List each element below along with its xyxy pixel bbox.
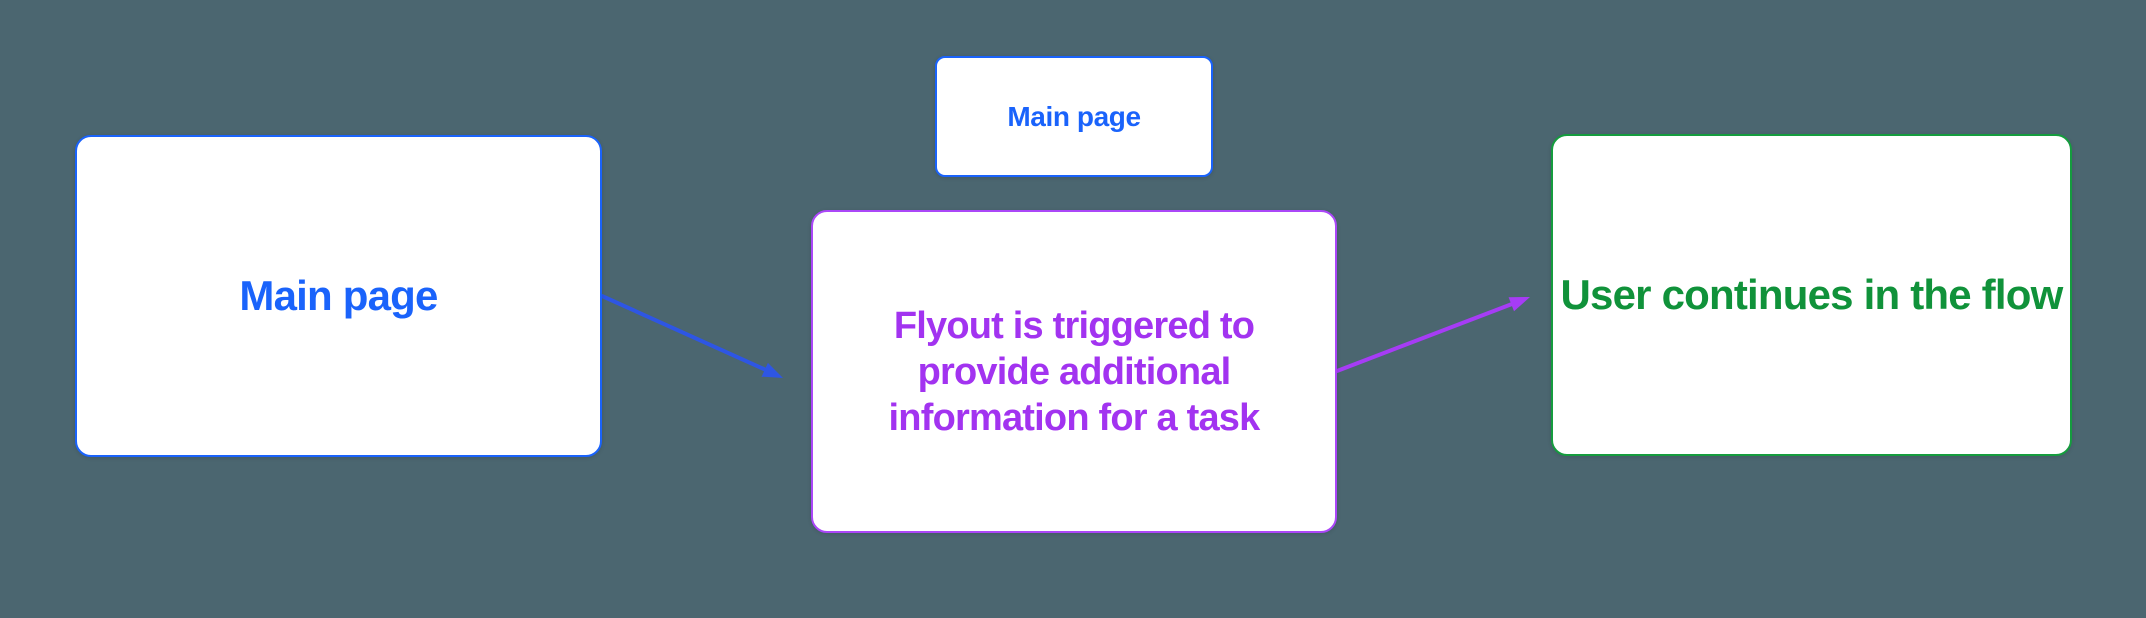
node-flyout-label: Flyout is triggered to provide additiona… (888, 303, 1261, 441)
node-main-page-small: Main page (935, 56, 1213, 177)
arrow-head-icon (761, 362, 783, 378)
node-main-page: Main page (75, 135, 602, 457)
arrow-head-icon (1508, 297, 1530, 312)
node-flyout-line-3: information for a task (888, 396, 1261, 439)
node-flyout-line-2: provide additional (917, 350, 1232, 393)
node-flyout-line-1: Flyout is triggered to (893, 304, 1255, 347)
arrow-line (1335, 302, 1514, 373)
node-flyout-info: Flyout is triggered to provide additiona… (811, 210, 1337, 533)
arrow-flyout-to-continue (1335, 297, 1530, 373)
node-main-page-label: Main page (239, 272, 438, 319)
arrow-main-to-flyout (600, 294, 783, 378)
node-main-page-small-label: Main page (1007, 100, 1141, 132)
arrow-line (600, 294, 768, 372)
node-user-continues: User continues in the flow (1551, 134, 2072, 456)
node-user-continues-label: User continues in the flow (1560, 271, 2064, 318)
